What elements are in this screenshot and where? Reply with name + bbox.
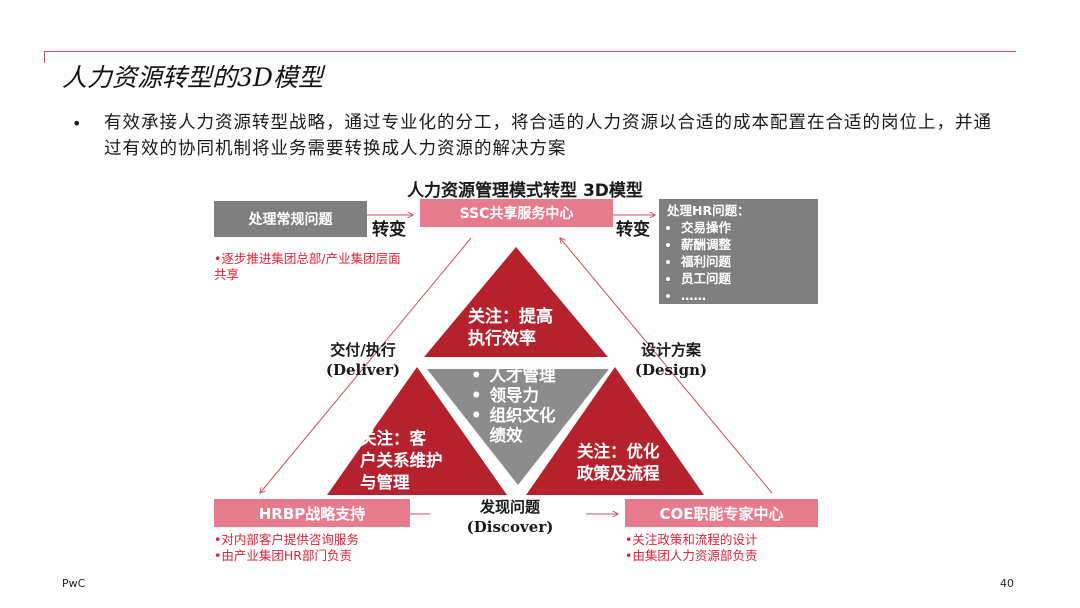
hrbp-note: •由产业集团HR部门负责 (214, 548, 352, 563)
hrbp-box: HRBP战略支持 (214, 499, 410, 527)
right-triangle (526, 367, 704, 495)
hrbp-note: •对内部客户提供咨询服务 (214, 532, 359, 547)
right-triangle-line: 政策及流程 (577, 464, 660, 483)
bullet-dot: • (72, 114, 82, 133)
header-rule (44, 51, 1016, 52)
discover-label-en: (Discover) (466, 518, 554, 536)
center-triangle-list: •人才管理 •领导力 •组织文化 •绩效 (471, 366, 556, 446)
hr-issues-box: 处理HR问题： 交易操作 薪酬调整 福利问题 员工问题 …… (659, 199, 818, 304)
hr-issue-item: 员工问题 (681, 270, 810, 287)
center-item: •绩效 (489, 426, 523, 445)
slide-title: 人力资源转型的3D模型 (62, 63, 323, 92)
deliver-label: 交付/执行 (Deliver) (318, 340, 408, 380)
coe-note: •关注政策和流程的设计 (625, 532, 758, 547)
footer-brand: PwC (62, 577, 86, 590)
routine-issues-box: 处理常规问题 (214, 201, 367, 237)
deliver-label-en: (Deliver) (325, 361, 401, 379)
right-triangle-text: 关注：优化 政策及流程 (577, 441, 660, 485)
left-triangle-line: 与管理 (360, 473, 410, 492)
page-number: 40 (1000, 577, 1014, 590)
coe-notes: •关注政策和流程的设计 •由集团人力资源部负责 (625, 532, 757, 564)
transform-label-left: 转变 (372, 220, 406, 240)
design-label-en: (Design) (634, 361, 708, 379)
hr-issue-item: 薪酬调整 (681, 236, 810, 253)
top-triangle-line: 执行效率 (468, 329, 536, 349)
center-item: •领导力 (471, 386, 540, 405)
center-triangle (427, 369, 609, 485)
design-label-cn: 设计方案 (640, 341, 701, 359)
bullet-text: 有效承接人力资源转型战略，通过专业化的分工，将合适的人力资源以合适的成本配置在合… (104, 113, 992, 159)
top-triangle (424, 247, 608, 357)
discover-label-cn: 发现问题 (479, 498, 540, 516)
left-triangle-text: 关注：客 户关系维护 与管理 (360, 428, 443, 494)
hr-issue-item: 交易操作 (681, 219, 810, 236)
left-triangle-line: 户关系维护 (360, 451, 443, 470)
hr-issue-item: …… (681, 287, 810, 304)
coe-box: COE职能专家中心 (625, 499, 818, 527)
hr-issues-heading: 处理HR问题： (667, 203, 750, 218)
top-triangle-line: 关注：提高 (468, 307, 553, 327)
diagram-title: 人力资源管理模式转型 3D模型 (407, 181, 643, 201)
header-rule-tick (44, 51, 45, 63)
center-item: •组织文化 (471, 406, 556, 425)
ssc-note: •逐步推进集团总部/产业集团层面共享 (214, 251, 401, 282)
transform-label-right: 转变 (616, 220, 650, 240)
ssc-box: SSC共享服务中心 (420, 199, 613, 227)
arrow-deliver (260, 237, 472, 493)
deliver-label-cn: 交付/执行 (330, 341, 396, 359)
center-item: •人才管理 (471, 366, 556, 385)
coe-note: •由集团人力资源部负责 (625, 548, 758, 563)
left-triangle (327, 367, 507, 495)
top-triangle-text: 关注：提高 执行效率 (468, 306, 553, 350)
hr-issue-item: 福利问题 (681, 253, 810, 270)
design-label: 设计方案 (Design) (626, 340, 716, 380)
arrow-design (560, 238, 773, 494)
right-triangle-line: 关注：优化 (577, 442, 660, 461)
discover-label: 发现问题 (Discover) (455, 497, 565, 537)
left-triangle-line: 关注：客 (360, 429, 426, 448)
hrbp-notes: •对内部客户提供咨询服务 •由产业集团HR部门负责 (214, 532, 359, 564)
